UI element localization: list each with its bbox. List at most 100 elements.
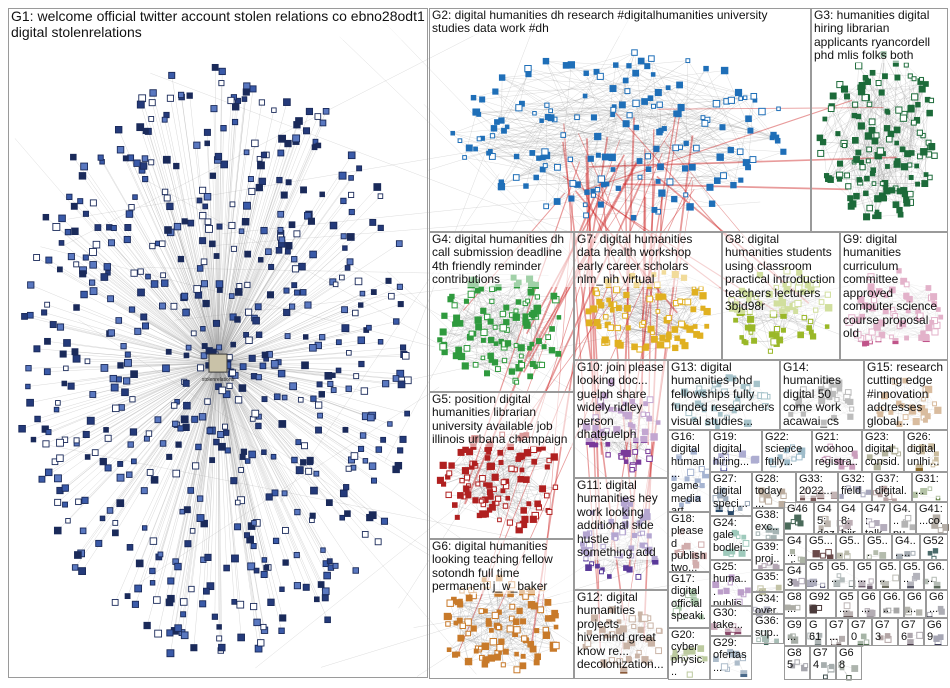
- node: [521, 619, 526, 624]
- node: [714, 178, 720, 184]
- node: [490, 299, 494, 303]
- node: [255, 304, 261, 310]
- node: [659, 190, 665, 196]
- node: [324, 572, 331, 579]
- node: [370, 219, 376, 225]
- node: [777, 107, 781, 111]
- node: [627, 113, 632, 118]
- node: [476, 482, 480, 486]
- node: [854, 193, 860, 199]
- node: [633, 533, 637, 537]
- node: [609, 302, 613, 306]
- node: [160, 441, 166, 447]
- node: [150, 243, 155, 248]
- node: [161, 280, 168, 287]
- node: [205, 141, 210, 146]
- node: [378, 225, 383, 230]
- node: [200, 187, 206, 193]
- node: [65, 229, 70, 234]
- node: [292, 283, 297, 288]
- node: [227, 355, 232, 360]
- node: [80, 528, 86, 534]
- node: [374, 184, 381, 191]
- node: [619, 455, 623, 459]
- node: [909, 175, 913, 179]
- edge-line: [146, 131, 218, 363]
- node: [55, 499, 61, 505]
- node: [358, 303, 363, 308]
- node: [885, 109, 889, 113]
- node: [513, 314, 519, 320]
- node: [96, 540, 102, 546]
- node: [19, 425, 26, 432]
- edge-line: [629, 181, 655, 572]
- node: [303, 128, 309, 134]
- node: [905, 151, 911, 157]
- node: [456, 347, 462, 353]
- node: [534, 365, 538, 369]
- node: [167, 454, 172, 459]
- node: [757, 272, 762, 277]
- node: [777, 337, 783, 343]
- node: [302, 443, 308, 449]
- node: [731, 182, 736, 187]
- node: [616, 628, 622, 634]
- node: [46, 257, 52, 263]
- node: [197, 515, 204, 522]
- node: [336, 340, 341, 345]
- node: [852, 113, 856, 117]
- edge-line: [915, 495, 938, 498]
- node: [521, 654, 525, 658]
- node: [219, 387, 226, 394]
- node: [805, 282, 810, 287]
- node: [634, 125, 638, 129]
- node: [252, 521, 257, 526]
- node: [883, 74, 888, 79]
- node: [354, 374, 359, 379]
- node: [237, 283, 242, 288]
- node: [491, 126, 496, 131]
- edge-line: [694, 451, 698, 498]
- node: [453, 652, 458, 657]
- node: [361, 388, 367, 394]
- node: [272, 490, 278, 496]
- node: [537, 156, 541, 160]
- node: [644, 514, 650, 520]
- node: [446, 622, 450, 626]
- node: [213, 320, 219, 326]
- node: [138, 289, 145, 296]
- edge-line: [902, 381, 905, 406]
- node: [294, 552, 299, 557]
- node: [597, 73, 603, 79]
- node: [125, 224, 131, 230]
- node: [505, 341, 510, 346]
- node: [221, 125, 226, 130]
- node: [662, 271, 666, 275]
- node: [681, 275, 686, 280]
- node: [317, 382, 322, 387]
- node: [260, 363, 266, 369]
- node: [704, 66, 708, 70]
- node: [614, 537, 618, 541]
- node: [184, 402, 191, 409]
- node: [472, 436, 478, 442]
- node: [303, 335, 308, 340]
- node: [204, 193, 211, 200]
- node: [863, 342, 867, 346]
- node: [858, 123, 864, 129]
- node: [279, 421, 286, 428]
- node: [501, 663, 505, 667]
- node: [596, 153, 600, 157]
- node: [180, 599, 187, 606]
- node: [519, 354, 523, 358]
- node: [648, 96, 653, 101]
- node: [624, 305, 630, 311]
- node: [600, 570, 604, 574]
- node: [200, 601, 206, 607]
- node: [249, 451, 256, 458]
- node: [497, 625, 501, 629]
- node: [315, 114, 321, 120]
- node: [641, 531, 645, 535]
- node: [262, 450, 267, 455]
- node: [593, 425, 598, 430]
